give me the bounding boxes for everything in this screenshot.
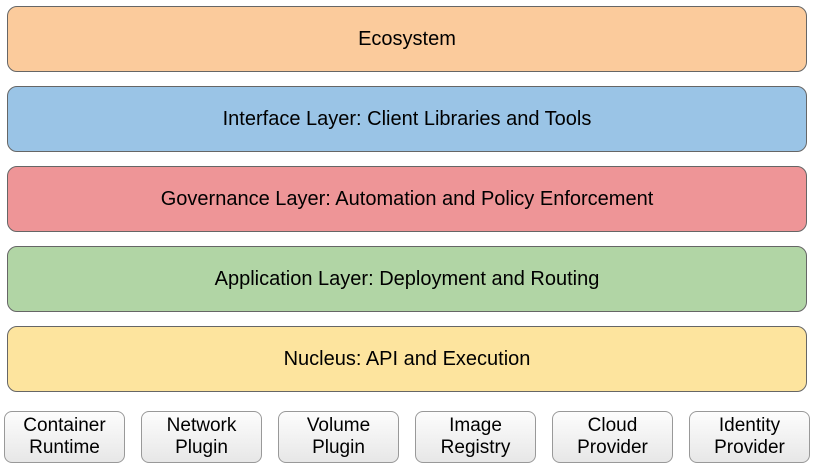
provider-label-line: Plugin xyxy=(312,437,365,458)
provider-row: Container Runtime Network Plugin Volume … xyxy=(4,411,810,463)
layer-nucleus: Nucleus: API and Execution xyxy=(7,326,807,392)
provider-cloud-provider: Cloud Provider xyxy=(552,411,673,463)
layer-label: Governance Layer: Automation and Policy … xyxy=(160,187,654,210)
layer-ecosystem: Ecosystem xyxy=(7,6,807,72)
provider-label-line: Volume xyxy=(306,414,371,436)
provider-label-line: Network xyxy=(166,414,237,436)
provider-volume-plugin: Volume Plugin xyxy=(278,411,399,463)
layer-stack: Ecosystem Interface Layer: Client Librar… xyxy=(7,6,807,392)
layer-label: Ecosystem xyxy=(358,27,456,50)
provider-label-line: Container xyxy=(23,414,106,436)
provider-label-line: Provider xyxy=(577,437,648,458)
layer-label: Interface Layer: Client Libraries and To… xyxy=(222,107,592,130)
provider-network-plugin: Network Plugin xyxy=(141,411,262,463)
provider-label-line: Image xyxy=(449,414,502,436)
provider-label-line: Provider xyxy=(714,437,785,458)
provider-identity-provider: Identity Provider xyxy=(689,411,810,463)
provider-label-line: Cloud xyxy=(587,414,638,436)
provider-label-line: Registry xyxy=(440,437,511,458)
provider-image-registry: Image Registry xyxy=(415,411,536,463)
layer-governance: Governance Layer: Automation and Policy … xyxy=(7,166,807,232)
layer-interface: Interface Layer: Client Libraries and To… xyxy=(7,86,807,152)
provider-label-line: Runtime xyxy=(29,437,100,458)
provider-label-line: Identity xyxy=(718,414,781,436)
provider-label-line: Plugin xyxy=(175,437,228,458)
layer-label: Nucleus: API and Execution xyxy=(283,347,531,370)
provider-container-runtime: Container Runtime xyxy=(4,411,125,463)
layer-label: Application Layer: Deployment and Routin… xyxy=(214,267,600,290)
layer-application: Application Layer: Deployment and Routin… xyxy=(7,246,807,312)
